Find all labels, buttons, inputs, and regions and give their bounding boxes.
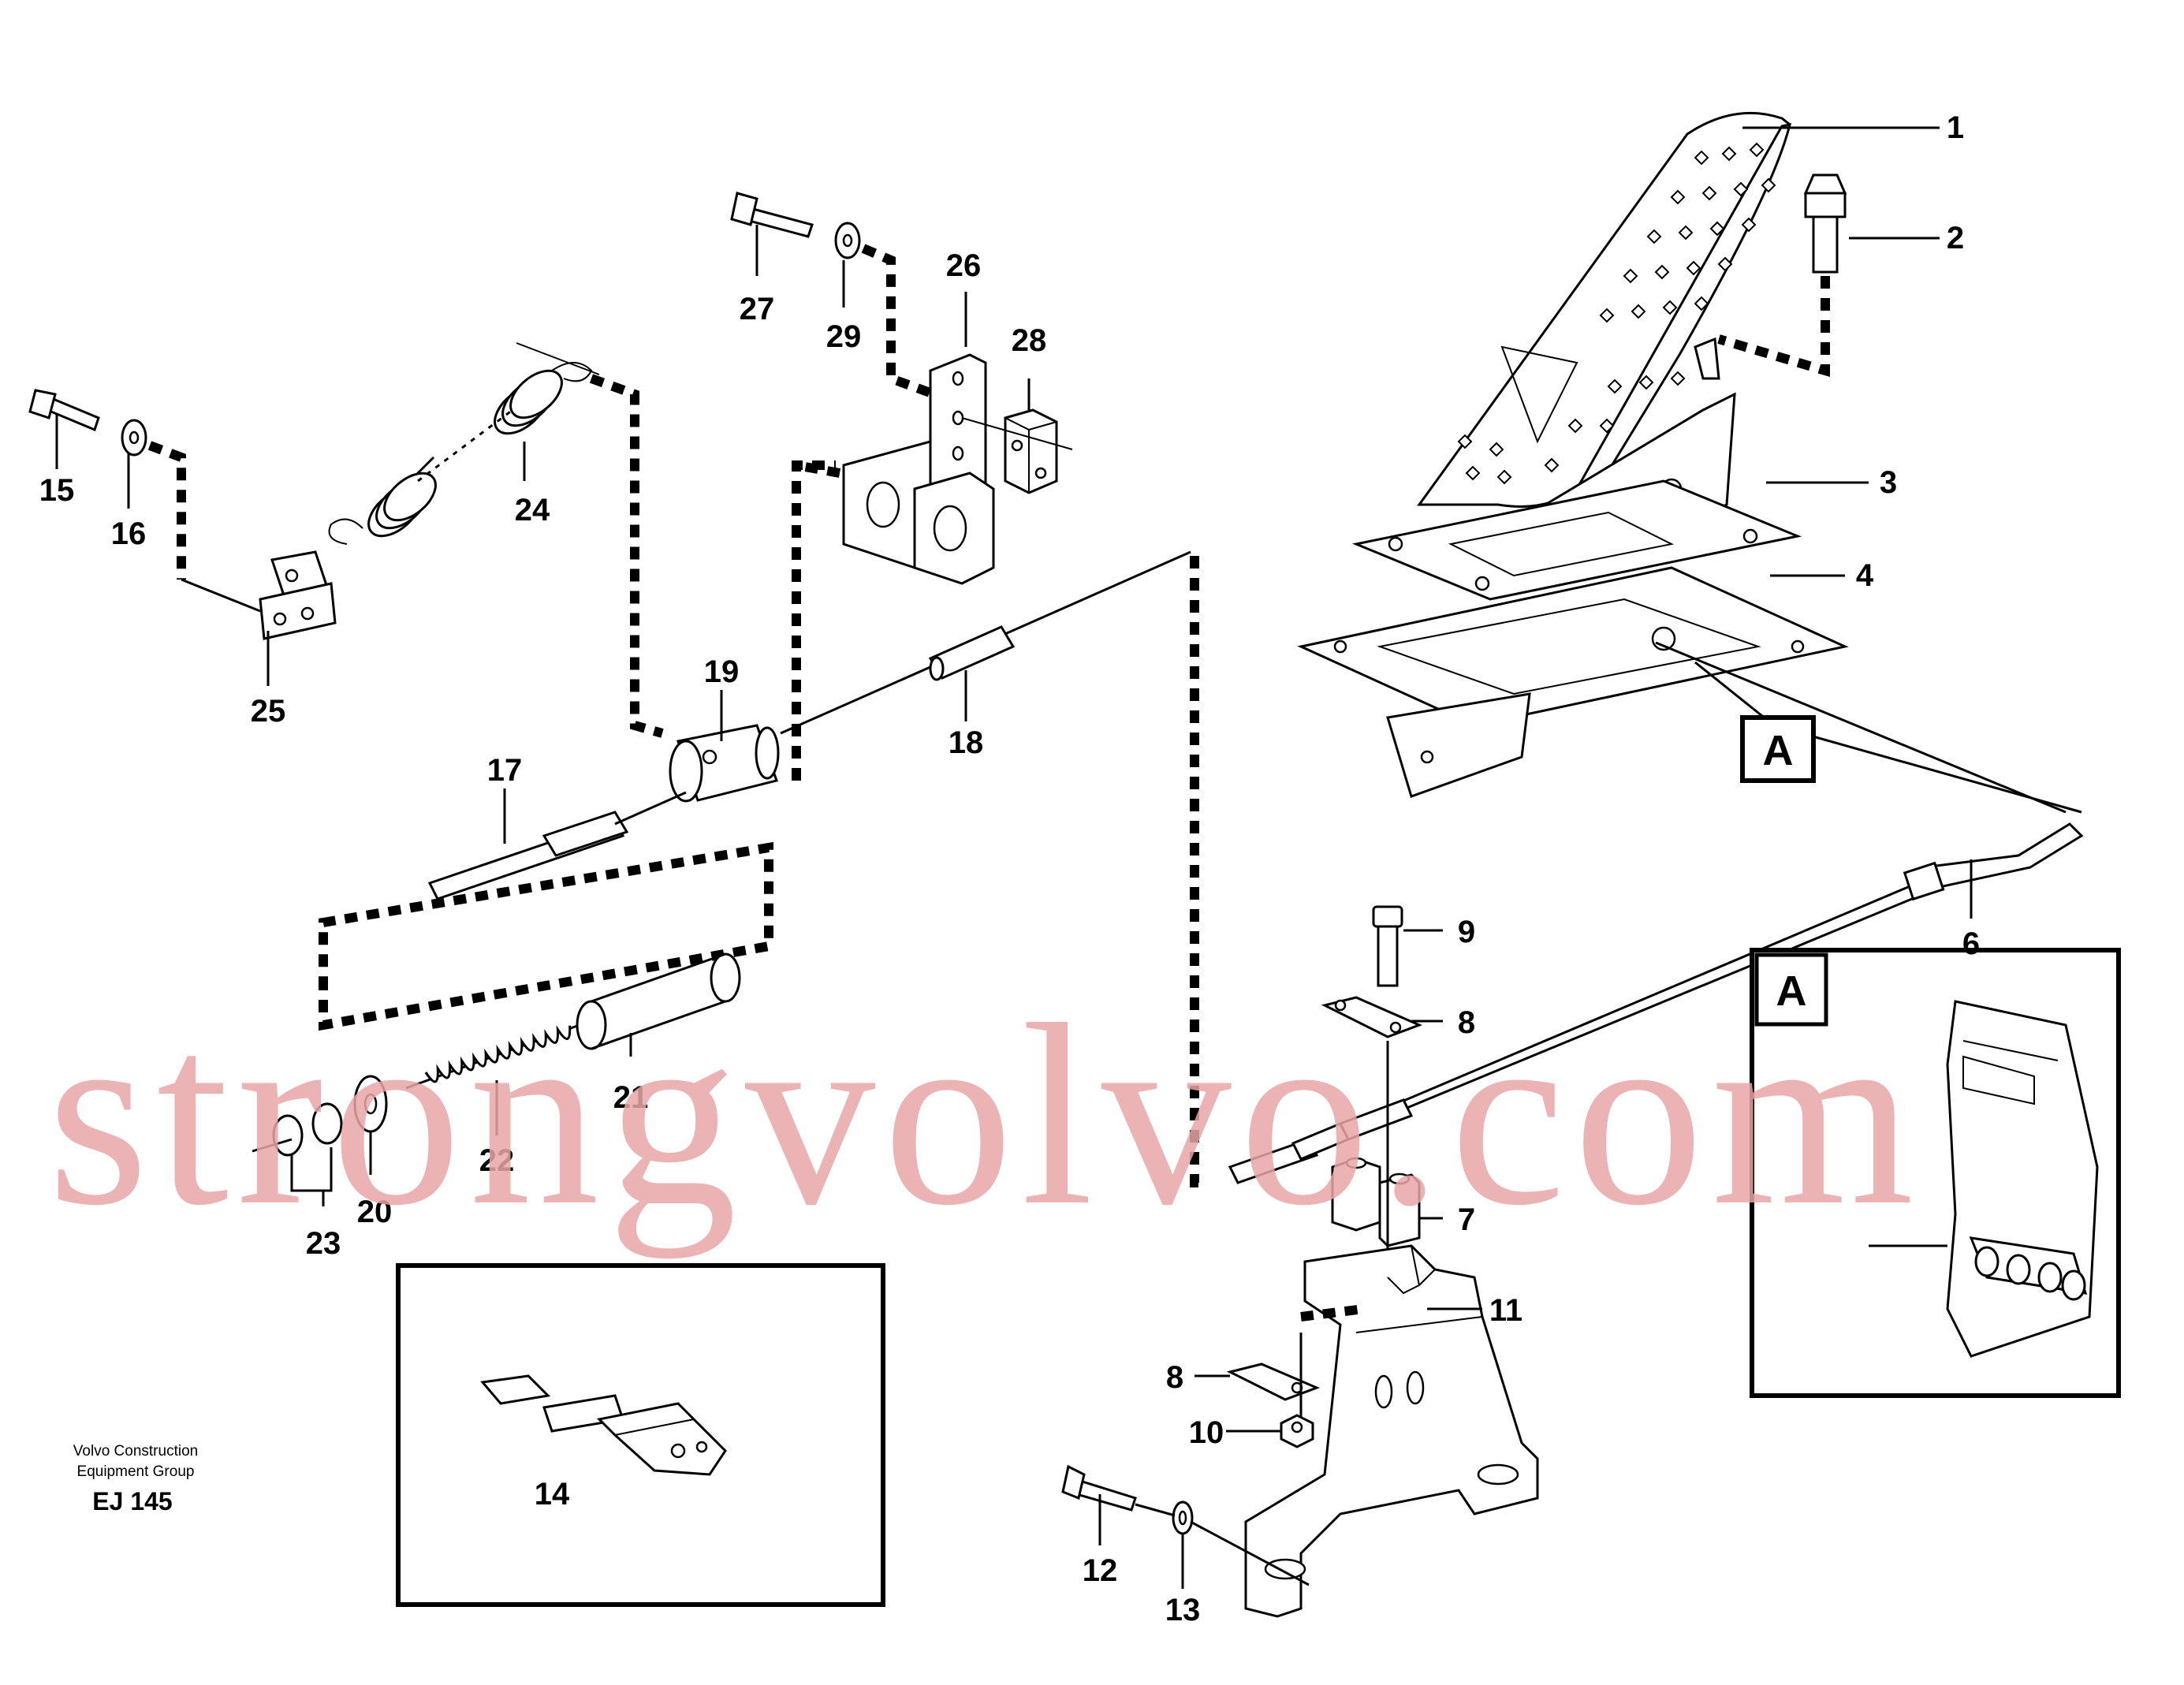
mounting-plate-lower [1297, 566, 1849, 798]
callout-7: 7 [1458, 1202, 1475, 1237]
callout-12: 12 [1083, 1553, 1118, 1588]
publisher-credit: Volvo Construction Equipment Group EJ 14… [73, 1443, 198, 1515]
callout-18: 18 [949, 725, 984, 760]
callout-2: 2 [1947, 221, 1964, 255]
callout-22: 22 [479, 1143, 515, 1178]
callout-9: 9 [1458, 915, 1475, 949]
callout-16: 16 [111, 516, 147, 551]
callout-25: 25 [251, 694, 286, 729]
clamp-plate-8-lower [1226, 1363, 1321, 1401]
washer-16 [121, 419, 147, 457]
block-28 [961, 408, 1073, 494]
callout-10: 10 [1189, 1415, 1224, 1450]
callout-20: 20 [357, 1195, 393, 1229]
callout-3: 3 [1880, 465, 1897, 500]
callout-28: 28 [1012, 323, 1047, 358]
callout-23: 23 [306, 1226, 341, 1261]
washer-29 [834, 222, 861, 259]
pedal-support-bracket [1244, 1244, 1539, 1618]
drawing-code: EJ 145 [92, 1487, 172, 1515]
cable-clamp [1331, 1157, 1421, 1247]
watermark: strongvolvo.com [47, 971, 1921, 1259]
callout-27: 27 [740, 292, 775, 326]
dashed-link [1300, 1304, 1365, 1322]
callout-26: 26 [946, 248, 982, 283]
inset-box-14 [396, 1263, 885, 1607]
dashed-link [1717, 276, 1830, 378]
callout-15: 15 [39, 473, 75, 508]
callout-29: 29 [826, 319, 862, 354]
callout-1: 1 [1947, 110, 1964, 145]
callout-8-lower: 8 [1166, 1360, 1183, 1395]
callout-14: 14 [535, 1477, 570, 1512]
spring-24 [328, 342, 600, 545]
detail-a-inset [1750, 948, 2121, 1398]
bolt-27 [730, 192, 814, 238]
dashed-link [1190, 556, 1206, 1187]
screw-9 [1372, 905, 1403, 987]
assembly-line [1190, 1520, 1310, 1586]
pedal-grip-pattern [1457, 142, 1776, 485]
clamp-plate-8-upper [1321, 996, 1422, 1038]
dashed-link [147, 441, 186, 580]
dashed-link [861, 244, 937, 399]
bracket-26 [842, 353, 995, 585]
assembly-line [1135, 1503, 1176, 1517]
credit-line-2: Equipment Group [77, 1463, 195, 1480]
callout-11: 11 [1489, 1293, 1522, 1328]
callout-4: 4 [1856, 558, 1874, 593]
threaded-rod-17 [427, 791, 687, 900]
dashed-link [795, 460, 841, 478]
callout-24: 24 [515, 493, 550, 527]
bracket-25 [181, 550, 337, 640]
callout-21: 21 [613, 1080, 649, 1115]
callout-6: 6 [1962, 926, 1980, 961]
part-callouts: 1 2 3 4 6 7 8 9 11 8 10 12 13 14 15 16 1… [39, 110, 1980, 1627]
callout-8-upper: 8 [1458, 1005, 1475, 1040]
dashed-link [792, 460, 836, 781]
svg-text:A: A [1763, 727, 1794, 774]
dashed-link [589, 374, 664, 738]
washer-13 [1172, 1500, 1194, 1535]
bolt-15 [28, 389, 100, 432]
bolt-12 [1061, 1464, 1137, 1512]
connector-18 [928, 625, 1016, 681]
detail-a-inset-label: A [1776, 967, 1807, 1015]
mounting-plate-upper [1351, 479, 1802, 601]
callout-13: 13 [1165, 1593, 1201, 1627]
accelerator-cable [1228, 641, 2084, 1184]
nut-23 [252, 1102, 343, 1157]
credit-line-1: Volvo Construction [73, 1443, 198, 1459]
bushing-21 [576, 952, 741, 1050]
callout-19: 19 [704, 654, 740, 689]
leader-lines [55, 126, 2082, 1589]
callout-17: 17 [487, 753, 523, 788]
detail-reference-a: A [1740, 715, 1816, 783]
spring-22 [405, 1023, 580, 1090]
nut-10 [1280, 1414, 1314, 1448]
flange-bolt [1803, 173, 1847, 274]
connector-19 [669, 724, 780, 803]
